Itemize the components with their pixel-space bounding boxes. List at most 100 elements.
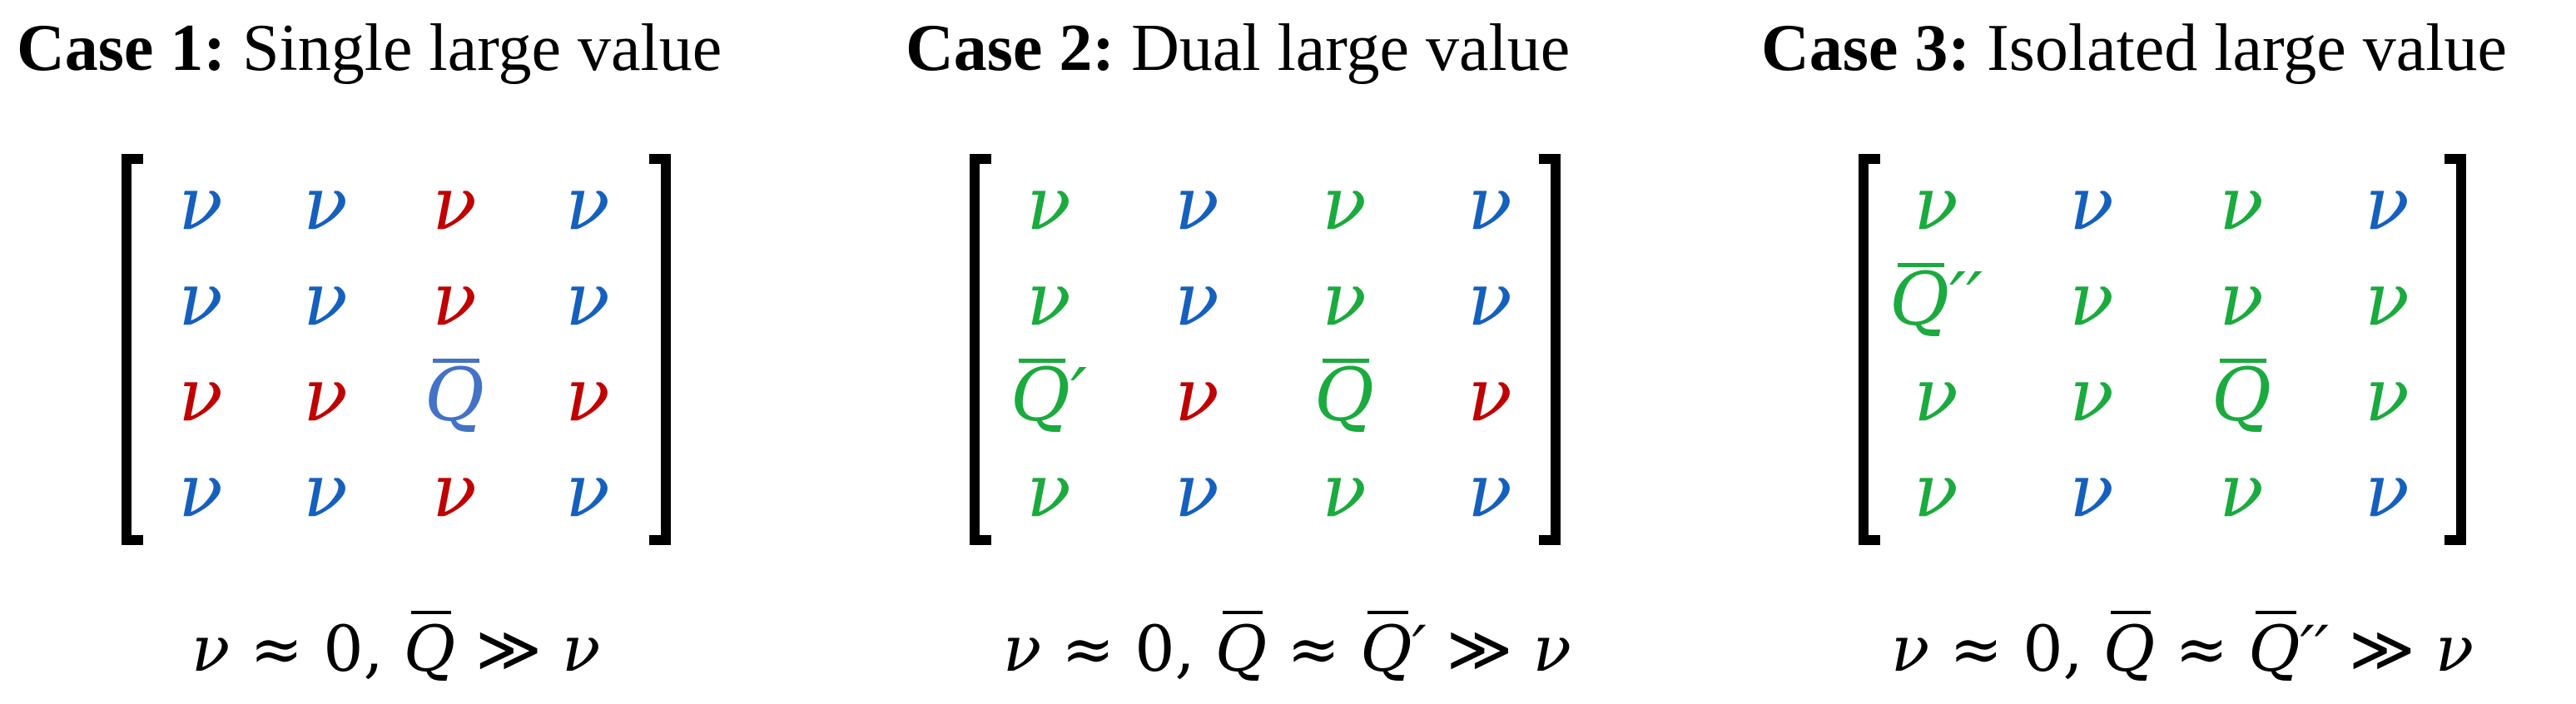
q-bar-symbol: Q — [424, 352, 485, 438]
matrix-cell-nu: ν — [1174, 352, 1219, 438]
matrix-cell-nu: ν — [178, 161, 223, 246]
matrix-cell-nu: ν — [178, 256, 223, 342]
matrix-cell-nu: ν — [1467, 161, 1512, 246]
formula-part: ≈ 0, — [230, 612, 404, 686]
q-bar-symbol: Q — [1889, 256, 1950, 342]
matrix-cell-nu: ν — [565, 161, 610, 246]
case-2-title: Case 2: Dual large value — [906, 7, 1570, 90]
prime-mark: ′′ — [1949, 256, 1983, 342]
matrix-cell-nu: ν — [1026, 256, 1071, 342]
case-2-title-text: Dual large value — [1114, 12, 1571, 85]
matrix-cell-nu: ν — [2069, 352, 2114, 438]
case-1-formula: ν ≈ 0, Q ≫ ν — [191, 607, 600, 691]
matrix-cell-q-bar: Q′′ — [1874, 258, 1998, 341]
matrix-cell-q-bar: Q — [392, 354, 517, 437]
formula-part: ν — [1532, 612, 1571, 686]
matrix-cell-nu: ν — [1913, 448, 1958, 533]
matrix-cell-nu: ν — [1322, 161, 1367, 246]
matrix-cell-nu: ν — [1174, 448, 1219, 533]
matrix-cell-nu: ν — [303, 161, 348, 246]
case-3-title: Case 3: Isolated large value — [1761, 7, 2507, 90]
formula-part: ≫ — [1426, 612, 1533, 686]
matrix-cell-nu: ν — [1026, 161, 1071, 246]
formula-part: ν — [2435, 612, 2474, 686]
matrix-cell-nu: ν — [565, 256, 610, 342]
formula-part: ′′ — [2300, 612, 2330, 686]
case-3-formula: ν ≈ 0, Q ≈ Q′′ ≫ ν — [1891, 607, 2474, 691]
formula-part: ′ — [1412, 612, 1427, 686]
q-bar-symbol: Q — [1313, 352, 1375, 438]
matrix-cell-nu: ν — [1174, 161, 1219, 246]
left-bracket — [970, 154, 991, 545]
matrix-cell-q-bar: Q — [1282, 354, 1407, 437]
right-bracket — [2444, 154, 2466, 545]
matrix-cell-nu: ν — [178, 448, 223, 533]
matrix-cell-nu: ν — [432, 448, 477, 533]
formula-part: ≈ 0, — [1929, 612, 2103, 686]
matrix-cell-nu: ν — [178, 352, 223, 438]
matrix-cell-nu: ν — [432, 256, 477, 342]
left-bracket — [1859, 154, 1880, 545]
matrix-cell-nu: ν — [1913, 352, 1958, 438]
matrix-cell-q-bar: Q′ — [986, 354, 1111, 437]
matrix-cell-nu: ν — [1026, 448, 1071, 533]
matrix-cell-nu: ν — [1467, 352, 1512, 438]
q-bar-symbol: Q — [1010, 352, 1071, 438]
right-bracket — [649, 154, 671, 545]
matrix-cell-q-bar: Q — [2179, 354, 2304, 437]
case-1-title: Case 1: Single large value — [17, 7, 722, 90]
formula-part: ν — [1891, 612, 1930, 686]
formula-part: Q — [2248, 607, 2301, 691]
matrix-cell-nu: ν — [1913, 161, 1958, 246]
matrix-cell-nu: ν — [2219, 161, 2264, 246]
formula-part: ν — [191, 612, 231, 686]
matrix-cell-nu: ν — [2069, 161, 2114, 246]
formula-part: ≈ — [1267, 612, 1361, 686]
case-1-title-text: Single large value — [226, 12, 722, 85]
matrix-cell-nu: ν — [303, 256, 348, 342]
formula-part: ν — [1003, 612, 1042, 686]
case-3-title-label: Case 3: — [1761, 12, 1971, 85]
matrix-cell-nu: ν — [1322, 256, 1367, 342]
matrix-cell-nu: ν — [1467, 256, 1512, 342]
q-bar-symbol: Q — [2211, 352, 2272, 438]
matrix-cell-nu: ν — [565, 448, 610, 533]
matrix-cell-nu: ν — [2365, 448, 2410, 533]
formula-part: ≫ — [455, 612, 563, 686]
matrix-cell-nu: ν — [432, 161, 477, 246]
formula-part: ν — [562, 612, 601, 686]
case-2-formula: ν ≈ 0, Q ≈ Q′ ≫ ν — [1003, 607, 1571, 691]
formula-part: Q — [1215, 607, 1267, 691]
right-bracket — [1539, 154, 1561, 545]
case-1-title-label: Case 1: — [17, 12, 226, 85]
matrix-cell-nu: ν — [2069, 256, 2114, 342]
matrix-cell-nu: ν — [1322, 448, 1367, 533]
matrix-cell-nu: ν — [2365, 352, 2410, 438]
formula-part: ≫ — [2329, 612, 2435, 686]
matrix-cell-nu: ν — [1467, 448, 1512, 533]
matrix-cell-nu: ν — [2365, 161, 2410, 246]
matrix-cell-nu: ν — [1174, 256, 1219, 342]
matrix-cell-nu: ν — [565, 352, 610, 438]
matrix-cell-nu: ν — [303, 448, 348, 533]
matrix-cell-nu: ν — [2069, 448, 2114, 533]
case-2-title-label: Case 2: — [906, 12, 1115, 85]
prime-mark: ′ — [1070, 352, 1088, 438]
matrix-cell-nu: ν — [2219, 256, 2264, 342]
formula-part: ≈ 0, — [1041, 612, 1215, 686]
matrix-cell-nu: ν — [303, 352, 348, 438]
formula-part: Q — [404, 607, 455, 691]
case-3-title-text: Isolated large value — [1970, 12, 2507, 85]
left-bracket — [122, 154, 143, 545]
matrix-cell-nu: ν — [2365, 256, 2410, 342]
formula-part: ≈ — [2155, 612, 2249, 686]
formula-part: Q — [2103, 607, 2155, 691]
formula-part: Q — [1360, 607, 1412, 691]
matrix-cell-nu: ν — [2219, 448, 2264, 533]
